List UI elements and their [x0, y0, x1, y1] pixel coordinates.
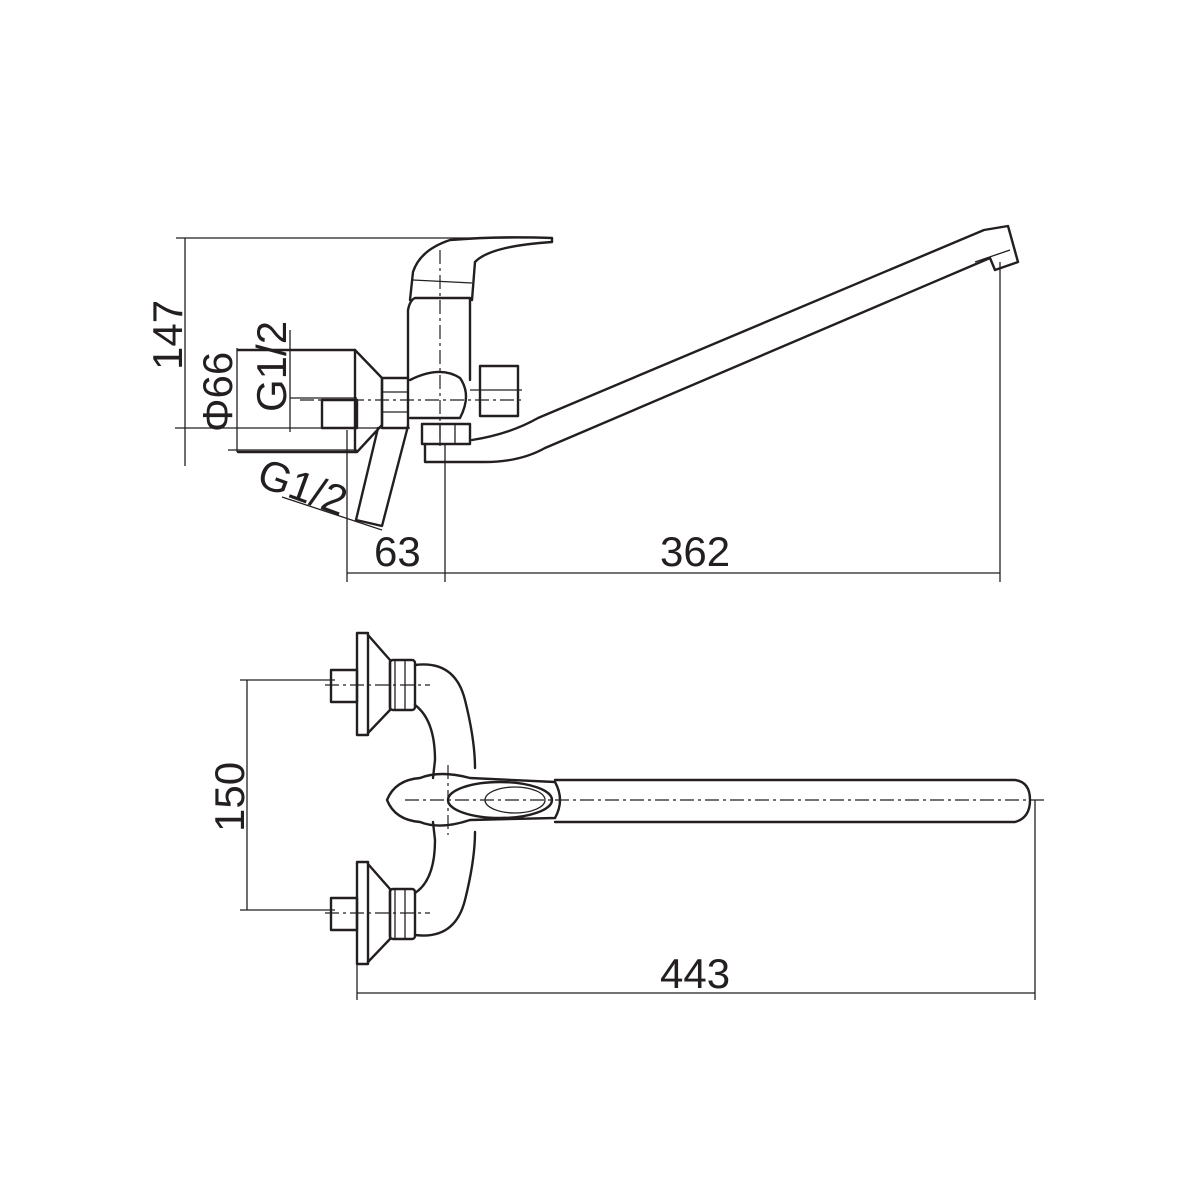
side-view: 147 Φ66 G1/2 — [144, 224, 1020, 582]
dim-total-length-443: 443 — [660, 950, 730, 997]
dim-inlet-spacing-150: 150 — [206, 762, 253, 832]
top-view: 150 443 — [206, 631, 1045, 1000]
dim-inlet-thread-upper: G1/2 — [248, 321, 295, 412]
dim-inlet-thread-lower: G1/2 — [252, 449, 354, 524]
dim-flange-diameter: Φ66 — [194, 352, 241, 432]
dim-height-147: 147 — [144, 300, 191, 370]
dim-spout-reach-362: 362 — [660, 528, 730, 575]
dim-wall-offset-63: 63 — [374, 528, 421, 575]
